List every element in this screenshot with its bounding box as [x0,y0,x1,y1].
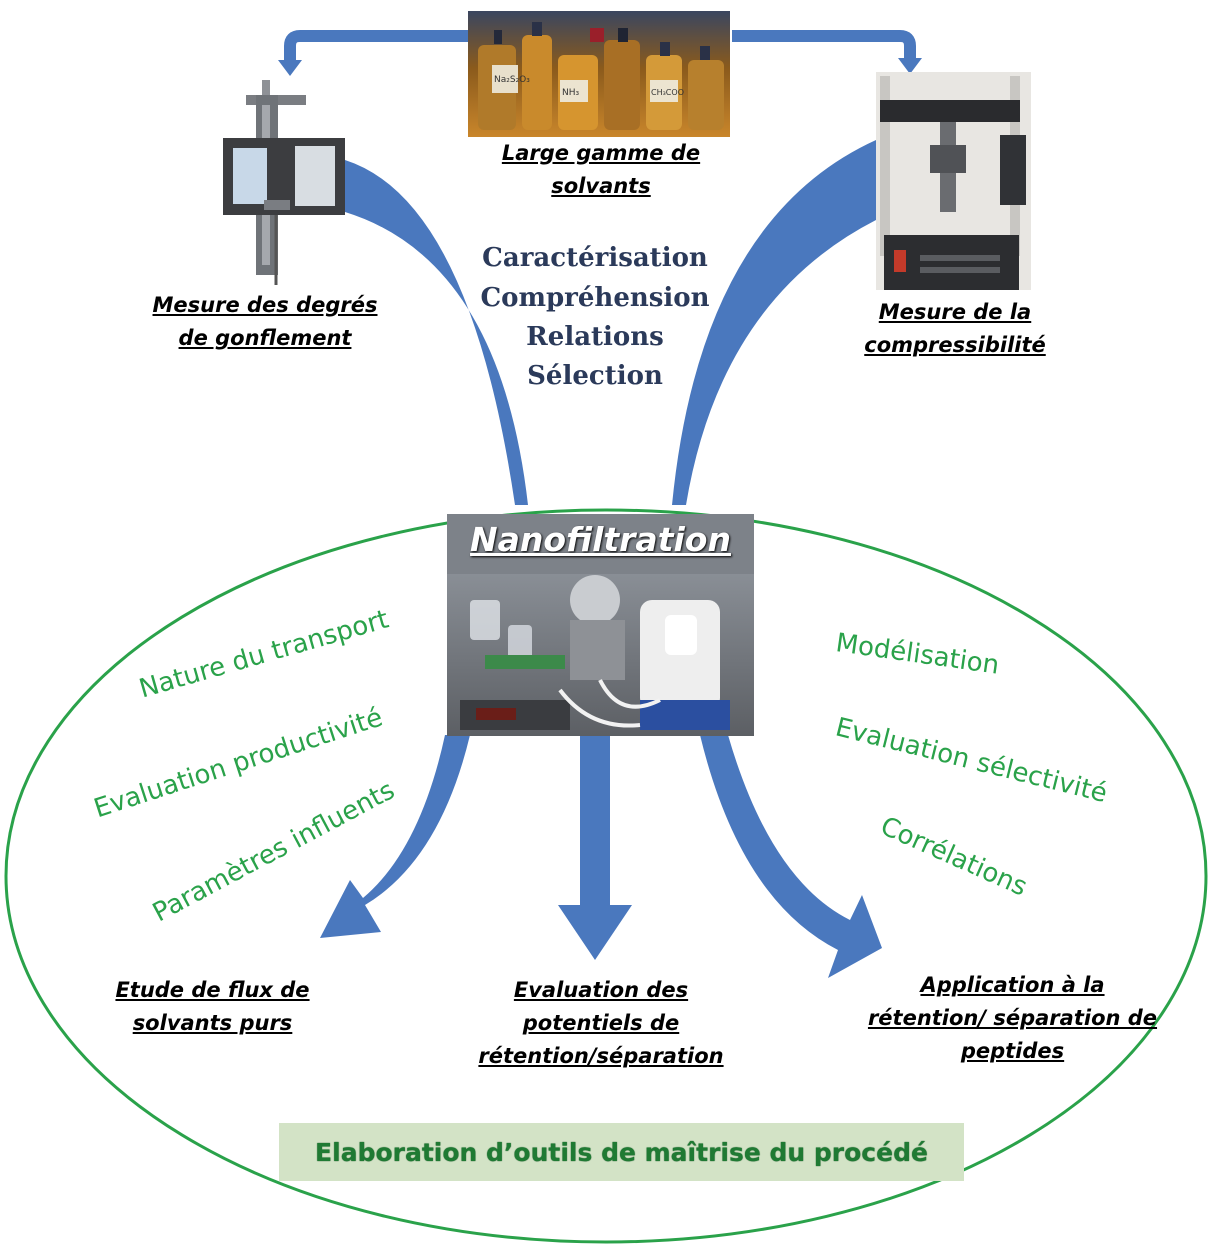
curve-left [345,160,528,505]
arrow-to-compressibility-head [898,58,922,74]
application-label-line1: Application à la [920,973,1105,997]
solvents-label-line1: Large gamme de [501,141,701,165]
compression-machine-photo [876,72,1031,290]
evaluation-label: Evaluation des potentiels de rétention/s… [470,974,732,1073]
swelling-label-line1: Mesure des degrés [152,293,378,317]
compressibility-label-line1: Mesure de la [878,300,1032,324]
swelling-caliper-photo [223,80,345,285]
application-label-line3: peptides [960,1039,1065,1063]
central-word-comprehension: Compréhension [480,283,710,313]
flux-label-line2: solvants purs [132,1011,293,1035]
solvents-label-line2: solvants [551,174,651,198]
compressibility-label: Mesure de la compressibilité [845,296,1065,362]
swelling-label-line2: de gonflement [178,326,352,350]
swelling-label: Mesure des degrés de gonflement [135,289,395,355]
central-word-selection: Sélection [527,361,663,391]
banner-text: Elaboration d’outils de maîtrise du proc… [315,1137,928,1167]
process-ellipse [4,508,1208,1244]
arrow-down-left [320,735,470,938]
curve-right [672,140,876,505]
bottle-label-3: CH₃COO [651,88,684,97]
solvents-label: Large gamme de solvants [470,137,732,203]
arrow-to-swelling [284,30,470,62]
bottle-label-2: NH₃ [562,88,580,98]
arrow-to-swelling-head [278,60,302,76]
bottle-label-1: Na₂S₂O₃ [494,75,530,85]
solvent-bottles-photo: Na₂S₂O₃ NH₃ CH₃COO [468,11,730,137]
nanofiltration-photo [447,514,754,736]
evaluation-label-line2: potentiels de [522,1011,680,1035]
central-word-relations: Relations [526,322,664,352]
compressibility-label-line2: compressibilité [864,333,1046,357]
evaluation-label-line1: Evaluation des [513,978,689,1002]
nanofiltration-title: Nanofiltration [470,520,731,559]
application-label-line2: rétention/ séparation de [867,1006,1158,1030]
arrow-down-right [700,735,882,978]
flux-label: Etude de flux de solvants purs [100,974,325,1040]
central-word-characterisation: Caractérisation [482,243,708,273]
evaluation-label-line3: rétention/séparation [478,1044,724,1068]
arrow-to-compressibility [732,30,916,60]
application-label: Application à la rétention/ séparation d… [860,969,1165,1068]
arrow-down-center [558,735,632,960]
process-control-banner: Elaboration d’outils de maîtrise du proc… [279,1123,964,1181]
flux-label-line1: Etude de flux de [115,978,310,1002]
